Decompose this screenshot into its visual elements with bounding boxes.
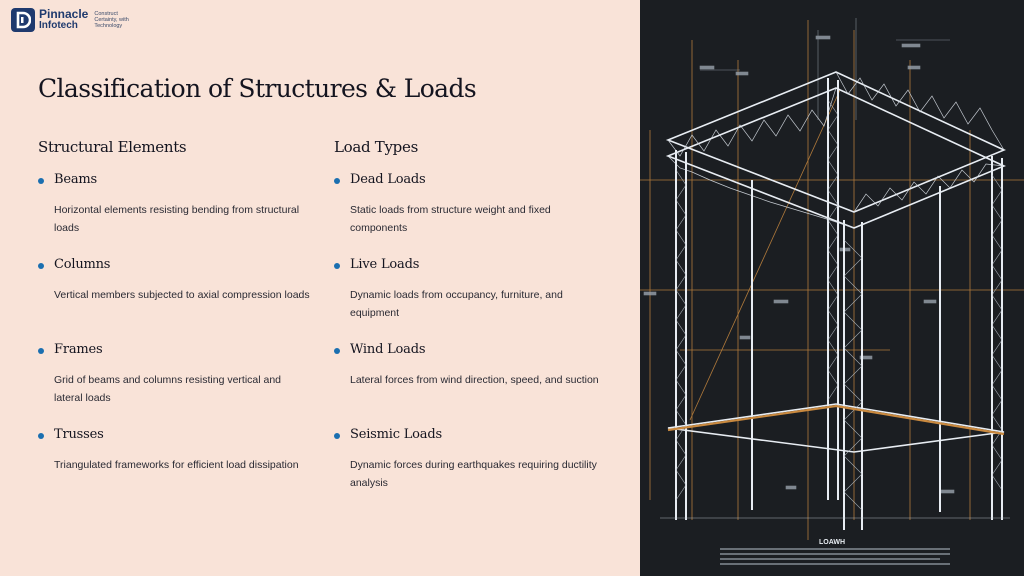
item-title: Frames (54, 342, 103, 357)
bullet-icon (334, 433, 340, 439)
bullet-icon (334, 263, 340, 269)
structural-elements-column: Structural Elements Beams Horizontal ele… (38, 136, 310, 471)
bullet-icon (334, 348, 340, 354)
logo-name-line1: Pinnacle (39, 7, 89, 21)
company-logo[interactable]: Pinnacle Infotech Construct Certainty, w… (11, 8, 138, 32)
logo-tagline: Construct Certainty, with Technology (94, 11, 129, 29)
truss-frame-drawing: LOAWH (640, 18, 1024, 565)
column-heading: Structural Elements (38, 138, 187, 156)
item-title: Live Loads (350, 257, 420, 272)
content-panel: Pinnacle Infotech Construct Certainty, w… (11, 8, 604, 489)
bullet-icon (38, 263, 44, 269)
item-description: Static loads from structure weight and f… (350, 204, 551, 234)
bullet-icon (38, 348, 44, 354)
logo-name-line2: Infotech (39, 20, 78, 31)
item-description: Horizontal elements resisting bending fr… (54, 204, 300, 234)
item-description: Lateral forces from wind direction, spee… (350, 374, 599, 386)
item-description: Dynamic forces during earthquakes requir… (350, 459, 597, 489)
item-title: Dead Loads (350, 172, 426, 187)
logo-name: Pinnacle Infotech (39, 7, 89, 31)
item-title: Seismic Loads (350, 427, 442, 442)
column-heading: Load Types (334, 138, 418, 156)
bullet-icon (334, 178, 340, 184)
item-title: Columns (54, 257, 111, 272)
image-caption: LOAWH (819, 539, 845, 546)
item-description: Vertical members subjected to axial comp… (54, 289, 310, 301)
item-description: Dynamic loads from occupancy, furniture,… (350, 289, 563, 319)
structure-illustration: LOAWH (640, 0, 1024, 576)
page-title: Classification of Structures & Loads (38, 74, 477, 103)
item-title: Wind Loads (350, 342, 426, 357)
bullet-icon (38, 178, 44, 184)
item-title: Trusses (54, 427, 104, 442)
item-description: Grid of beams and columns resisting vert… (54, 374, 282, 404)
item-title: Beams (54, 172, 97, 187)
item-description: Triangulated frameworks for efficient lo… (54, 459, 299, 471)
logo-mark-icon (11, 8, 35, 32)
bullet-icon (38, 433, 44, 439)
load-types-column: Load Types Dead Loads Static loads from … (334, 136, 604, 489)
